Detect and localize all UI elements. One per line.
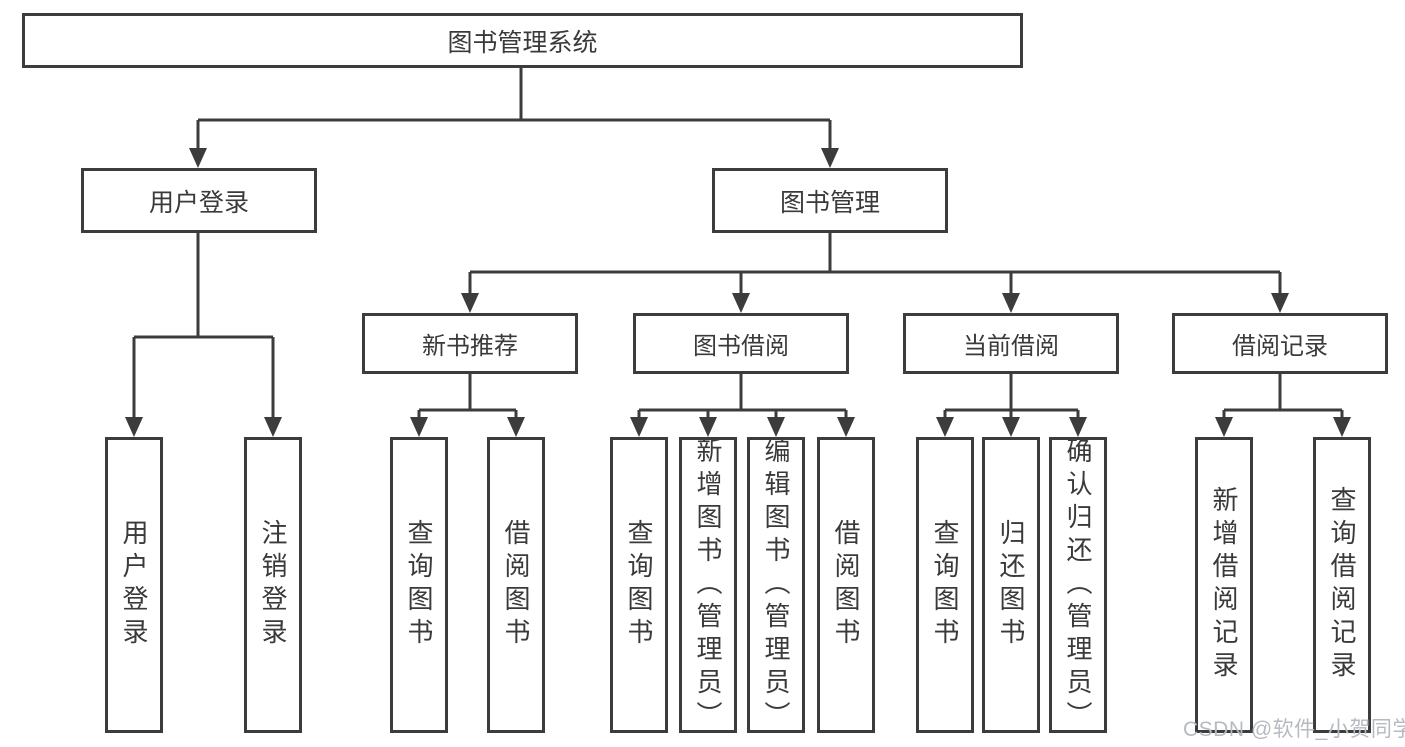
leaf-query-books-current: 查询图书 <box>916 437 974 733</box>
leaf-query-books-recommend-label: 查询图书 <box>404 519 434 651</box>
node-borrowing-records-label: 借阅记录 <box>1232 333 1328 360</box>
csdn-watermark: CSDN @软件_小贺同学 <box>1183 718 1405 741</box>
node-book-management: 图书管理 <box>712 168 948 233</box>
leaf-borrow-books-recommend-label: 借阅图书 <box>501 519 531 651</box>
leaf-borrow-books-borrowing: 借阅图书 <box>817 437 875 733</box>
leaf-add-borrow-record-label: 新增借阅记录 <box>1209 486 1239 684</box>
node-borrowing-records: 借阅记录 <box>1172 313 1388 374</box>
node-library-management-system-label: 图书管理系统 <box>447 28 598 57</box>
node-user-login: 用户登录 <box>81 168 317 233</box>
leaf-logout-label: 注销登录 <box>258 519 288 651</box>
leaf-edit-books-admin: 编辑图书（管理员） <box>747 437 805 733</box>
arrowheads <box>125 148 1351 437</box>
leaf-query-books-borrowing-label: 查询图书 <box>624 519 654 651</box>
leaf-return-books: 归还图书 <box>982 437 1040 733</box>
node-book-borrowing: 图书借阅 <box>633 313 849 374</box>
leaf-logout: 注销登录 <box>244 437 302 733</box>
leaf-borrow-books-borrowing-label: 借阅图书 <box>831 519 861 651</box>
leaf-confirm-return-admin-label: 确认归还（管理员） <box>1063 437 1093 733</box>
leaf-query-borrow-record: 查询借阅记录 <box>1313 437 1371 733</box>
leaf-user-login-label: 用户登录 <box>119 519 149 651</box>
leaf-add-books-admin: 新增图书（管理员） <box>679 437 737 733</box>
node-new-book-recommendation-label: 新书推荐 <box>422 333 518 360</box>
node-book-borrowing-label: 图书借阅 <box>693 333 789 360</box>
leaf-user-login: 用户登录 <box>105 437 163 733</box>
node-new-book-recommendation: 新书推荐 <box>362 313 578 374</box>
node-current-borrowing-label: 当前借阅 <box>963 333 1059 360</box>
leaf-query-books-borrowing: 查询图书 <box>610 437 668 733</box>
leaf-return-books-label: 归还图书 <box>996 519 1026 651</box>
node-book-management-label: 图书管理 <box>779 188 880 217</box>
leaf-query-books-current-label: 查询图书 <box>930 519 960 651</box>
leaf-confirm-return-admin: 确认归还（管理员） <box>1049 437 1107 733</box>
leaf-query-borrow-record-label: 查询借阅记录 <box>1327 486 1357 684</box>
leaf-add-books-admin-label: 新增图书（管理员） <box>693 437 723 733</box>
node-user-login-label: 用户登录 <box>148 188 249 217</box>
connector-paths <box>132 68 1344 419</box>
node-current-borrowing: 当前借阅 <box>903 313 1119 374</box>
leaf-add-borrow-record: 新增借阅记录 <box>1195 437 1253 733</box>
leaf-borrow-books-recommend: 借阅图书 <box>487 437 545 733</box>
leaf-query-books-recommend: 查询图书 <box>390 437 448 733</box>
node-library-management-system: 图书管理系统 <box>22 13 1023 68</box>
leaf-edit-books-admin-label: 编辑图书（管理员） <box>761 437 791 733</box>
